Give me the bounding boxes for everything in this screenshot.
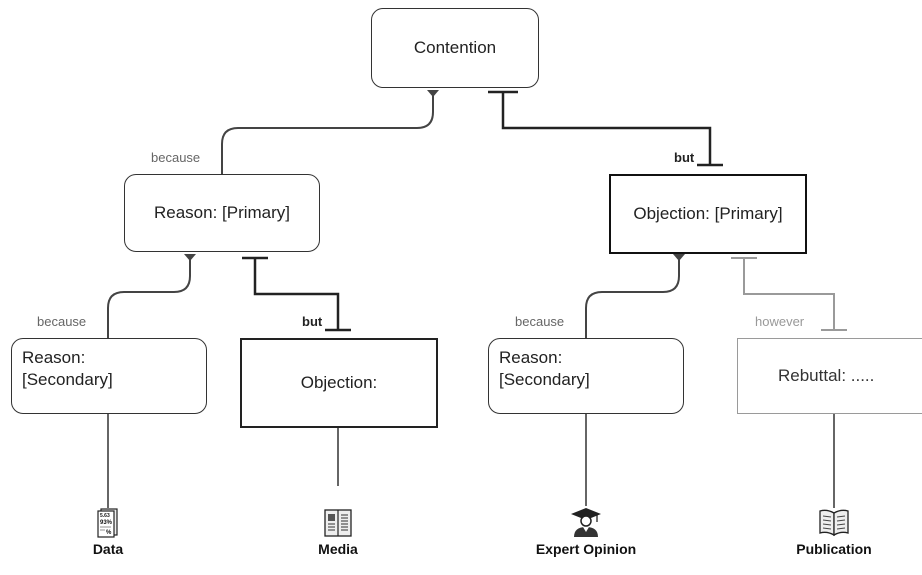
data-sheet-icon: 5.63 93% % [97, 508, 118, 538]
because-label-2: because [35, 314, 89, 329]
evidence-data: 5.63 93% % Data [68, 508, 148, 557]
reason-secondary-right-node: Reason: [Secondary] [488, 338, 684, 414]
evidence-media: Media [298, 508, 378, 557]
reason-primary-label: Reason: [Primary] [153, 203, 291, 222]
because-label-1: because [149, 150, 203, 165]
evidence-expert: Expert Opinion [516, 506, 656, 557]
evidence-media-label: Media [318, 541, 358, 557]
book-icon [819, 509, 849, 537]
because-label-3: because [513, 314, 567, 329]
reason-primary-node: Reason: [Primary] [124, 174, 320, 252]
but-label-2: but [300, 314, 325, 329]
svg-text:93%: 93% [100, 520, 113, 526]
objection-left-node: Objection: [240, 338, 438, 428]
evidence-data-label: Data [92, 541, 124, 557]
objection-primary-node: Objection: [Primary] [609, 174, 807, 254]
svg-text:%: % [106, 530, 112, 536]
evidence-expert-label: Expert Opinion [535, 541, 637, 557]
svg-text:5.63: 5.63 [100, 513, 110, 519]
reason-secondary-left-label: Reason: [Secondary] [22, 348, 113, 389]
but-label-1: but [672, 150, 697, 165]
however-label: however [753, 314, 807, 329]
evidence-publication-label: Publication [796, 541, 872, 557]
graduate-icon [571, 508, 601, 537]
rebuttal-node: Rebuttal: ..... [737, 338, 922, 414]
objection-primary-label: Objection: [Primary] [633, 204, 783, 223]
media-icon [324, 509, 352, 537]
objection-left-label: Objection: [300, 373, 378, 392]
reason-secondary-right-label: Reason: [Secondary] [499, 348, 590, 389]
rebuttal-label: Rebuttal: ..... [778, 366, 875, 385]
evidence-publication: Publication [784, 508, 884, 557]
contention-node: Contention [371, 8, 539, 88]
contention-label: Contention [413, 38, 497, 57]
reason-secondary-left-node: Reason: [Secondary] [11, 338, 207, 414]
